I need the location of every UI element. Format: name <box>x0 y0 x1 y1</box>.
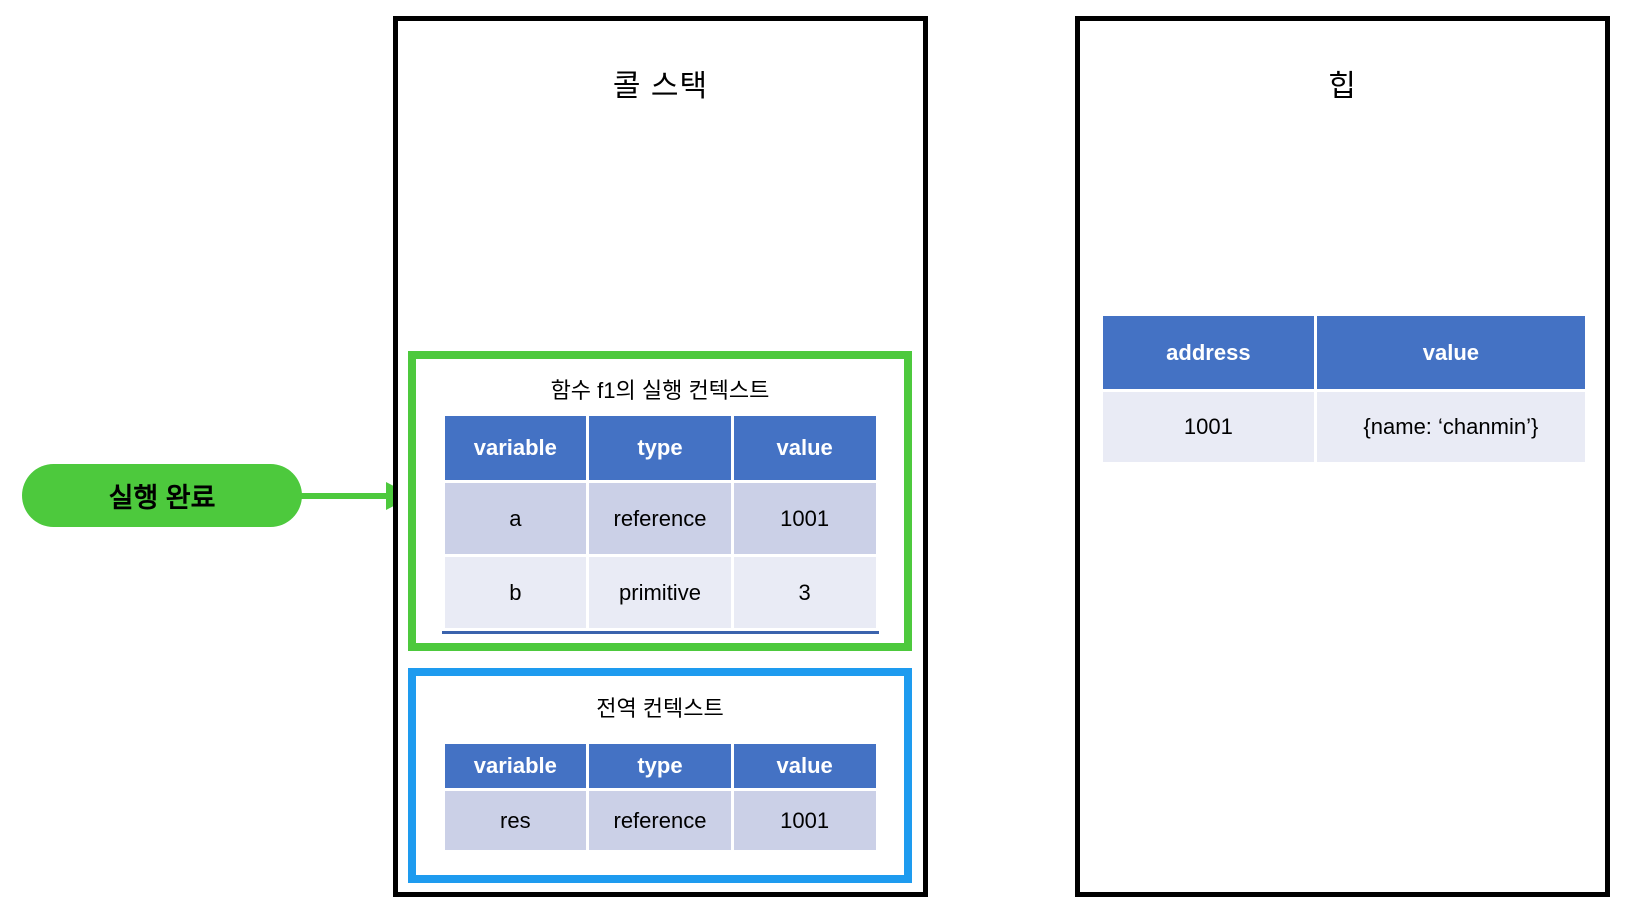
execution-context-frame-f1: 함수 f1의 실행 컨텍스트 variable type value a ref… <box>408 351 912 651</box>
cell-address: 1001 <box>1103 392 1314 462</box>
table-row: a reference 1001 <box>444 483 876 554</box>
column-header-type: type <box>589 744 731 788</box>
table-row: res reference 1001 <box>444 791 876 850</box>
context-table-f1: variable type value a reference 1001 b p… <box>441 413 879 634</box>
heap-title: 힙 <box>1328 70 1357 103</box>
table-header-row: variable type value <box>444 744 876 788</box>
table-header-row: address value <box>1103 316 1585 389</box>
cell-value: 1001 <box>733 483 876 554</box>
cell-type: primitive <box>589 557 731 628</box>
cell-value: 3 <box>733 557 876 628</box>
cell-variable: res <box>444 791 587 850</box>
column-header-type: type <box>589 416 731 480</box>
cell-type: reference <box>589 791 731 850</box>
column-header-value: value <box>733 744 876 788</box>
cell-variable: b <box>444 557 587 628</box>
cell-variable: a <box>444 483 587 554</box>
execution-complete-badge: 실행 완료 <box>22 464 302 527</box>
column-header-variable: variable <box>444 744 587 788</box>
table-header-row: variable type value <box>444 416 876 480</box>
call-stack-title: 콜 스택 <box>612 70 709 103</box>
global-context-frame: 전역 컨텍스트 variable type value res referenc… <box>408 668 912 883</box>
heap-panel: 힙 address value 1001 {name: ‘chanmin’} <box>1075 16 1610 897</box>
frame-title-f1: 함수 f1의 실행 컨텍스트 <box>550 378 770 403</box>
heap-table: address value 1001 {name: ‘chanmin’} <box>1100 313 1588 465</box>
column-header-address: address <box>1103 316 1314 389</box>
call-stack-panel: 콜 스택 함수 f1의 실행 컨텍스트 variable type value … <box>393 16 928 897</box>
cell-value: 1001 <box>733 791 876 850</box>
column-header-value: value <box>733 416 876 480</box>
cell-type: reference <box>589 483 731 554</box>
context-table-global: variable type value res reference 1001 <box>441 741 879 853</box>
execution-complete-label: 실행 완료 <box>108 483 216 513</box>
column-header-variable: variable <box>444 416 587 480</box>
table-row: b primitive 3 <box>444 557 876 628</box>
column-header-value: value <box>1316 316 1585 389</box>
frame-title-global: 전역 컨텍스트 <box>596 696 724 721</box>
table-row: 1001 {name: ‘chanmin’} <box>1103 392 1585 462</box>
cell-value: {name: ‘chanmin’} <box>1316 392 1585 462</box>
